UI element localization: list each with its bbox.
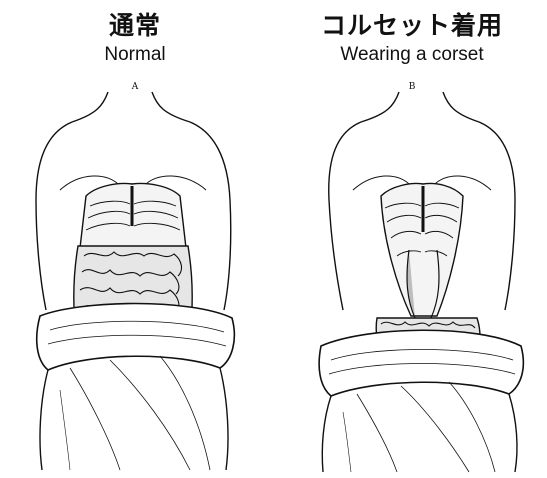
drape-right-edge <box>220 368 228 470</box>
drape-left-edge <box>40 370 48 470</box>
neck-right-outline <box>443 92 479 122</box>
drape-right-edge <box>509 394 517 472</box>
left-arm-outline <box>36 122 72 310</box>
right-arm-outline <box>190 122 231 310</box>
panel-corset: コルセット着用 Wearing a corset B <box>277 0 547 478</box>
torso-corset-illustration <box>277 0 547 478</box>
drape-band <box>37 304 235 371</box>
panel-normal: 通常 Normal A <box>0 0 270 478</box>
neck-right-outline <box>152 92 190 122</box>
right-arm-outline <box>479 122 515 310</box>
drape-left-edge <box>322 396 331 472</box>
torso-normal-illustration <box>0 0 270 478</box>
left-arm-outline <box>329 122 361 310</box>
neck-left-outline <box>361 92 399 122</box>
neck-left-outline <box>72 92 108 122</box>
